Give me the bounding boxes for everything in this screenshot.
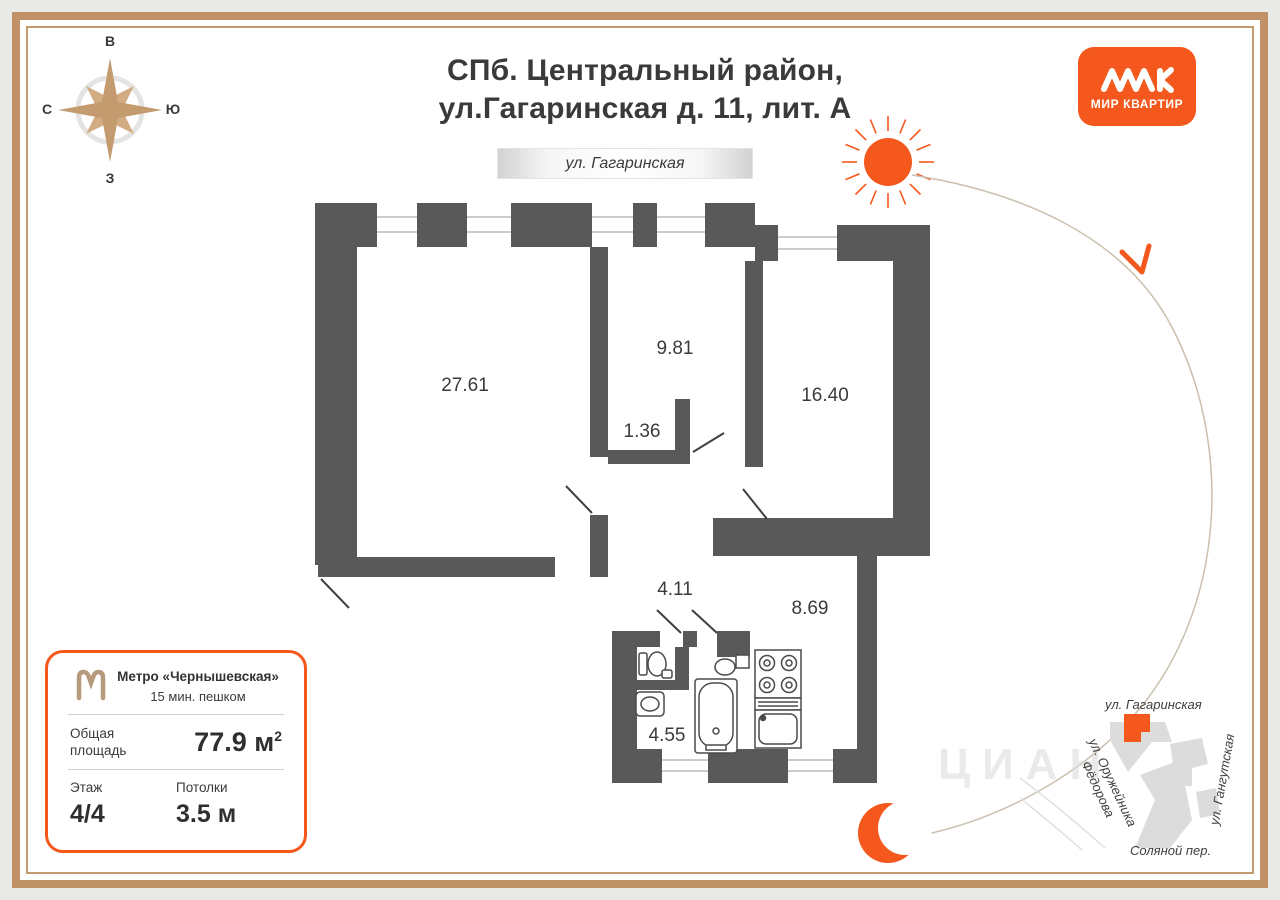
living-room-door <box>565 485 593 514</box>
floor-ceiling-row: Этаж 4/4 Потолки 3.5 м <box>66 780 286 829</box>
card-divider <box>68 769 284 770</box>
window <box>467 203 511 247</box>
entrance-door <box>320 578 350 609</box>
door-swings <box>320 432 768 634</box>
room-label-hallway: 4.11 <box>657 579 693 600</box>
floor-label: Этаж <box>70 780 103 795</box>
map-street-top: ул. Гагаринская <box>1105 697 1202 712</box>
window <box>788 749 833 783</box>
stove-fixture <box>754 649 802 699</box>
watermark: ЦИАН <box>938 740 1114 789</box>
ceiling-value: 3.5 м <box>176 800 237 828</box>
window <box>377 203 417 247</box>
map-street-bottom: Соляной пер. <box>1130 843 1212 858</box>
bath-door <box>691 609 718 634</box>
card-divider <box>68 714 284 715</box>
room-area-labels: 27.61 9.81 1.36 16.40 4.11 8.69 4.55 <box>441 338 849 746</box>
info-card: Метро «Чернышевская» 15 мин. пешком Обща… <box>45 650 307 853</box>
floor-value: 4/4 <box>70 800 105 828</box>
brand-logo: МИР КВАРТИР <box>1078 47 1196 126</box>
street-ribbon: ул. Гагаринская <box>497 148 753 179</box>
ceiling-label: Потолки <box>176 780 228 795</box>
window <box>662 749 708 783</box>
compass-label-east: В <box>105 33 115 49</box>
window <box>657 203 705 247</box>
compass-label-south: Ю <box>166 101 180 117</box>
compass-label-west: З <box>106 170 115 186</box>
room-label-living: 27.61 <box>441 375 489 396</box>
total-area-value: 77.9 м2 <box>194 727 282 758</box>
toilet-door <box>656 609 682 634</box>
bath-sink-fixture <box>714 654 750 676</box>
total-area-row: Общая площадь 77.9 м2 <box>66 725 286 759</box>
title-line-2: ул.Гагаринская д. 11, лит. А <box>438 92 852 125</box>
window <box>592 203 633 247</box>
window <box>778 225 837 261</box>
map-roads <box>1020 777 1106 851</box>
street-ribbon-label: ул. Гагаринская <box>565 154 685 172</box>
windows <box>377 203 837 783</box>
total-area-label: Общая площадь <box>70 726 127 758</box>
map-highlighted-building <box>1124 714 1150 742</box>
metro-station-name: Метро «Чернышевская» <box>117 669 279 684</box>
washbasin-fixture <box>635 691 665 717</box>
room-right-door <box>742 488 768 520</box>
bathtub-fixture <box>694 678 738 754</box>
title-line-1: СПб. Центральный район, <box>446 54 844 87</box>
room-label-closet: 1.36 <box>624 421 661 442</box>
room-label-room-right: 16.40 <box>801 385 849 406</box>
total-area-number: 77.9 м <box>194 726 275 757</box>
kitchen-sink-fixture <box>754 697 802 749</box>
room-label-bathroom: 4.55 <box>649 725 686 746</box>
metro-row: Метро «Чернышевская» 15 мин. пешком <box>66 666 286 704</box>
floor-plan: 27.61 9.81 1.36 16.40 4.11 8.69 4.55 <box>315 203 930 783</box>
room-label-kitchen: 8.69 <box>792 598 829 619</box>
brand-monogram-icon <box>1101 66 1174 93</box>
metro-icon <box>76 669 106 701</box>
compass-label-north: С <box>42 101 52 117</box>
total-area-sup: 2 <box>274 727 282 744</box>
compass-rose: В Ю С З <box>42 33 180 186</box>
fixtures <box>635 649 802 754</box>
brand-name: МИР КВАРТИР <box>1090 96 1184 111</box>
metro-walk-time: 15 мин. пешком <box>150 689 246 704</box>
room-label-bedroom: 9.81 <box>657 338 694 359</box>
sun-icon <box>842 116 934 208</box>
mini-map <box>1020 714 1220 851</box>
bedroom-door <box>692 432 725 453</box>
toilet-fixture <box>638 651 673 679</box>
page-title: СПб. Центральный район, ул.Гагаринская д… <box>350 52 940 128</box>
walls <box>315 203 930 783</box>
compass-star-main <box>58 58 162 162</box>
